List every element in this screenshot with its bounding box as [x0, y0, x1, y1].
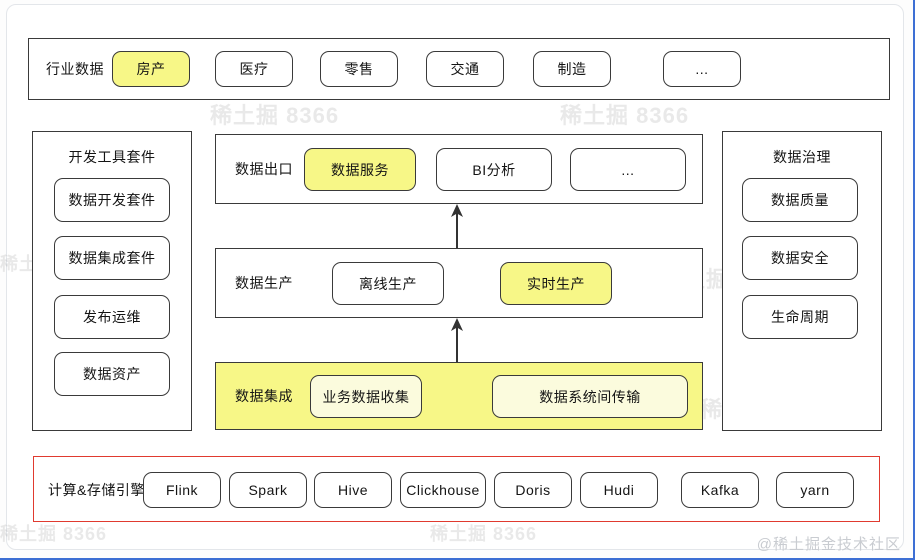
data-export-item-bi-analysis[interactable]: BI分析: [436, 148, 552, 191]
arrow-production-to-export: [451, 204, 463, 248]
engine-item-doris[interactable]: Doris: [494, 472, 572, 508]
data-export-label: 数据出口: [235, 161, 293, 177]
engine-item-kafka[interactable]: Kafka: [681, 472, 759, 508]
engine-row-label: 计算&存储引擎: [48, 482, 145, 498]
data-governance-item-lifecycle[interactable]: 生命周期: [742, 295, 858, 339]
industry-item-more[interactable]: ...: [663, 51, 741, 87]
watermark-tile: 稀土掘 8366: [560, 103, 690, 128]
arrow-integration-to-production: [451, 318, 463, 362]
data-production-item-realtime[interactable]: 实时生产: [500, 262, 612, 305]
dev-toolkit-item-data-assets[interactable]: 数据资产: [54, 352, 170, 396]
dev-toolkit-item-data-integration[interactable]: 数据集成套件: [54, 236, 170, 280]
data-governance-title: 数据治理: [773, 149, 831, 165]
watermark-tile: 稀土掘 8366: [0, 524, 108, 544]
data-governance-item-data-quality[interactable]: 数据质量: [742, 178, 858, 222]
data-integration-item-cross-system-transfer[interactable]: 数据系统间传输: [492, 375, 688, 418]
industry-data-label: 行业数据: [46, 61, 104, 77]
data-production-item-offline[interactable]: 离线生产: [332, 262, 444, 305]
community-credit: @稀土掘金技术社区: [756, 536, 901, 553]
data-integration-item-business-collection[interactable]: 业务数据收集: [310, 375, 422, 418]
engine-item-hudi[interactable]: Hudi: [580, 472, 658, 508]
engine-item-yarn[interactable]: yarn: [776, 472, 854, 508]
data-governance-item-data-security[interactable]: 数据安全: [742, 236, 858, 280]
watermark-tile: 稀土掘 8366: [430, 524, 538, 544]
data-production-panel: [215, 248, 703, 318]
engine-item-spark[interactable]: Spark: [229, 472, 307, 508]
engine-item-flink[interactable]: Flink: [143, 472, 221, 508]
industry-item-zhizao[interactable]: 制造: [533, 51, 611, 87]
dev-toolkit-item-data-development[interactable]: 数据开发套件: [54, 178, 170, 222]
watermark-tile: 稀土掘 8366: [210, 103, 340, 128]
engine-item-hive[interactable]: Hive: [314, 472, 392, 508]
industry-item-yiliao[interactable]: 医疗: [215, 51, 293, 87]
data-export-item-more[interactable]: ...: [570, 148, 686, 191]
industry-item-jiaotong[interactable]: 交通: [426, 51, 504, 87]
data-governance-panel: 数据治理: [722, 131, 882, 431]
data-production-label: 数据生产: [235, 275, 293, 291]
data-integration-label: 数据集成: [235, 388, 293, 404]
dev-toolkit-item-release-ops[interactable]: 发布运维: [54, 295, 170, 339]
industry-item-fangchan[interactable]: 房产: [112, 51, 190, 87]
dev-toolkit-title: 开发工具套件: [68, 149, 156, 165]
data-export-item-data-service[interactable]: 数据服务: [304, 148, 416, 191]
industry-item-lingshou[interactable]: 零售: [320, 51, 398, 87]
engine-item-clickhouse[interactable]: Clickhouse: [400, 472, 486, 508]
